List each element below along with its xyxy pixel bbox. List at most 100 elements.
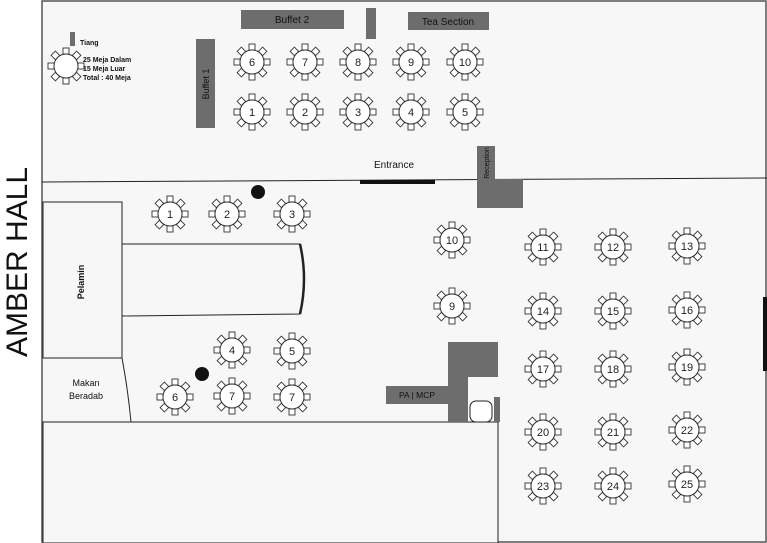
legend-line2: 15 Meja Luar xyxy=(83,66,126,73)
chair-icon xyxy=(624,482,632,490)
chair-icon xyxy=(228,407,236,415)
round-table: 18 xyxy=(594,350,632,388)
table-number: 9 xyxy=(449,301,455,313)
pa-mcp-desk xyxy=(386,386,450,404)
table-number: 11 xyxy=(537,242,548,254)
chair-icon xyxy=(683,348,691,356)
chair-icon xyxy=(698,426,706,434)
chair-icon xyxy=(166,225,174,233)
chair-icon xyxy=(609,350,617,358)
chair-icon xyxy=(539,292,547,300)
table-top xyxy=(439,227,465,253)
chair-icon xyxy=(248,43,256,51)
pelamin xyxy=(42,201,123,359)
round-table: 20 xyxy=(524,413,562,451)
makan-label-1: Makan xyxy=(72,378,99,388)
table-number: 3 xyxy=(355,107,361,119)
chair-icon xyxy=(213,392,221,400)
chair-icon xyxy=(303,210,311,218)
table-number: 12 xyxy=(607,242,619,254)
chair-icon xyxy=(288,332,296,340)
chair-icon xyxy=(433,302,441,310)
table-number: 7 xyxy=(289,392,295,404)
legend-table-icon xyxy=(47,47,85,85)
chair-icon xyxy=(668,363,676,371)
round-table: 8 xyxy=(339,43,377,81)
chair-icon xyxy=(668,306,676,314)
table-top xyxy=(530,419,556,445)
round-table: 12 xyxy=(594,228,632,266)
chair-icon xyxy=(609,228,617,236)
chair-icon xyxy=(594,307,602,315)
round-table: 9 xyxy=(433,287,471,325)
chair-icon xyxy=(354,43,362,51)
chair-icon xyxy=(448,287,456,295)
table-number: 2 xyxy=(224,209,230,221)
chair-icon xyxy=(301,73,309,81)
chair-icon xyxy=(422,58,430,66)
round-table: 13 xyxy=(668,227,706,265)
chair-icon xyxy=(263,58,271,66)
chair-icon xyxy=(369,108,377,116)
table-top xyxy=(674,471,700,497)
table-number: 17 xyxy=(537,364,549,376)
chair-icon xyxy=(609,292,617,300)
buffet-2-label: Buffet 2 xyxy=(275,15,310,26)
chair-icon xyxy=(446,108,454,116)
chair-icon xyxy=(273,347,281,355)
chair-icon xyxy=(263,108,271,116)
entrance-door xyxy=(360,180,435,184)
chair-icon xyxy=(554,243,562,251)
chair-icon xyxy=(208,210,216,218)
table-top xyxy=(398,49,424,75)
chair-icon xyxy=(524,243,532,251)
chair-icon xyxy=(524,307,532,315)
chair-icon xyxy=(539,350,547,358)
chair-icon xyxy=(698,306,706,314)
chair-icon xyxy=(288,378,296,386)
chair-icon xyxy=(698,242,706,250)
table-top xyxy=(452,99,478,125)
reception-label: Reception xyxy=(484,147,491,179)
table-top xyxy=(530,298,556,324)
chair-icon xyxy=(407,73,415,81)
chair-icon xyxy=(339,58,347,66)
chair-icon xyxy=(539,322,547,330)
chair-icon xyxy=(624,365,632,373)
round-table: 2 xyxy=(208,195,246,233)
chair-icon xyxy=(554,307,562,315)
pillar xyxy=(366,8,376,39)
round-table: 3 xyxy=(273,195,311,233)
table-top xyxy=(292,49,318,75)
chair-icon xyxy=(476,108,484,116)
chair-icon xyxy=(62,77,70,85)
chair-icon xyxy=(288,362,296,370)
chair-icon xyxy=(539,467,547,475)
makan-beradab-area xyxy=(43,357,132,423)
reception-block xyxy=(477,179,523,208)
chair-icon xyxy=(609,497,617,505)
table-number: 1 xyxy=(249,107,255,119)
round-table: 3 xyxy=(339,93,377,131)
table-top xyxy=(600,298,626,324)
table-top xyxy=(530,473,556,499)
table-number: 10 xyxy=(446,235,458,247)
pillar-dot xyxy=(251,185,265,199)
round-table: 4 xyxy=(213,331,251,369)
chair-icon xyxy=(539,228,547,236)
chair-icon xyxy=(683,257,691,265)
table-top xyxy=(214,201,240,227)
chair-icon xyxy=(683,441,691,449)
chair-icon xyxy=(286,58,294,66)
round-table: 7 xyxy=(213,377,251,415)
chair-icon xyxy=(301,93,309,101)
table-top xyxy=(53,53,79,79)
chair-icon xyxy=(624,428,632,436)
table-top xyxy=(600,419,626,445)
chair-icon xyxy=(624,307,632,315)
chair-icon xyxy=(301,123,309,131)
table-top xyxy=(600,356,626,382)
table-number: 14 xyxy=(537,306,549,318)
table-number: 8 xyxy=(355,57,361,69)
